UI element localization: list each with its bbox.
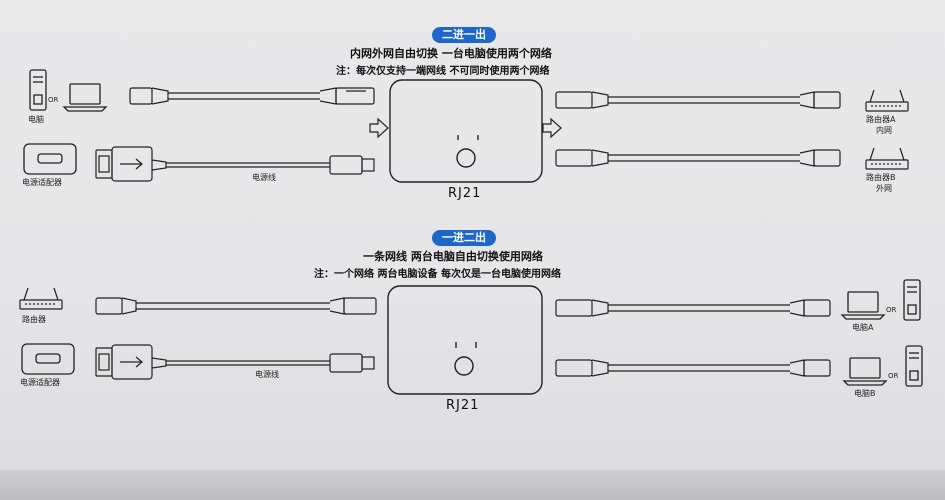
router-icon	[19, 287, 63, 310]
desktop-tower-icon	[905, 345, 923, 387]
power-cable-label: 电源线	[255, 370, 279, 379]
arrow-right-icon	[369, 117, 389, 139]
power-adapter-icon	[21, 343, 75, 375]
mode-badge: 一进二出	[432, 230, 496, 246]
note-line: 注：每次仅支持一端网线 不可同时使用两个网络	[336, 66, 550, 77]
mode-badge: 二进一出	[432, 27, 496, 43]
top-panel: 二进一出 内网外网自由切换 一台电脑使用两个网络 注：每次仅支持一端网线 不可同…	[0, 0, 945, 245]
power-cable-label: 电源线	[252, 173, 276, 182]
device-label: RJ21	[448, 186, 482, 201]
router-a-sub-label: 内网	[876, 126, 892, 135]
router-a-icon	[865, 89, 909, 112]
router-b-sub-label: 外网	[876, 184, 892, 193]
usb-power-cable-icon	[95, 146, 375, 182]
ethernet-cable-icon	[129, 87, 375, 105]
computer-a-label: 电脑A	[852, 323, 874, 332]
router-b-icon	[865, 147, 909, 170]
top-diagram	[23, 69, 909, 183]
desktop-tower-icon	[29, 69, 47, 111]
ethernet-cable-icon	[555, 299, 831, 317]
laptop-icon	[840, 291, 886, 320]
rj21-switch-device	[389, 79, 543, 183]
adapter-label: 电源适配器	[20, 378, 60, 387]
package-edge	[0, 470, 945, 500]
note-line: 注：一个网络 两台电脑设备 每次仅是一台电脑使用网络	[314, 269, 561, 280]
adapter-label: 电源适配器	[22, 178, 62, 187]
ethernet-cable-icon	[95, 297, 377, 315]
computer-label: 电脑	[28, 115, 44, 124]
router-a-label: 路由器A	[866, 115, 896, 124]
ethernet-cable-icon	[555, 149, 841, 167]
computer-b-label: 电脑B	[854, 389, 876, 398]
or-label: OR	[888, 372, 899, 380]
ethernet-cable-icon	[555, 359, 831, 377]
or-label: OR	[886, 306, 897, 314]
usb-power-cable-icon	[95, 344, 375, 380]
bottom-diagram	[19, 279, 923, 395]
ethernet-cable-icon	[555, 91, 841, 109]
router-b-label: 路由器B	[866, 173, 896, 182]
arrow-right-icon	[542, 117, 562, 139]
bottom-panel: 一进二出 一条网线 两台电脑自由切换使用网络 注：一个网络 两台电脑设备 每次仅…	[0, 222, 945, 452]
desktop-tower-icon	[903, 279, 921, 321]
laptop-icon	[62, 83, 108, 112]
device-label: RJ21	[446, 398, 480, 413]
laptop-icon	[842, 357, 888, 386]
description-line: 内网外网自由切换 一台电脑使用两个网络	[350, 47, 552, 60]
description-line: 一条网线 两台电脑自由切换使用网络	[363, 250, 543, 263]
rj21-switch-device	[387, 285, 543, 395]
or-label: OR	[48, 96, 59, 104]
router-label: 路由器	[22, 315, 46, 324]
power-adapter-icon	[23, 143, 77, 175]
